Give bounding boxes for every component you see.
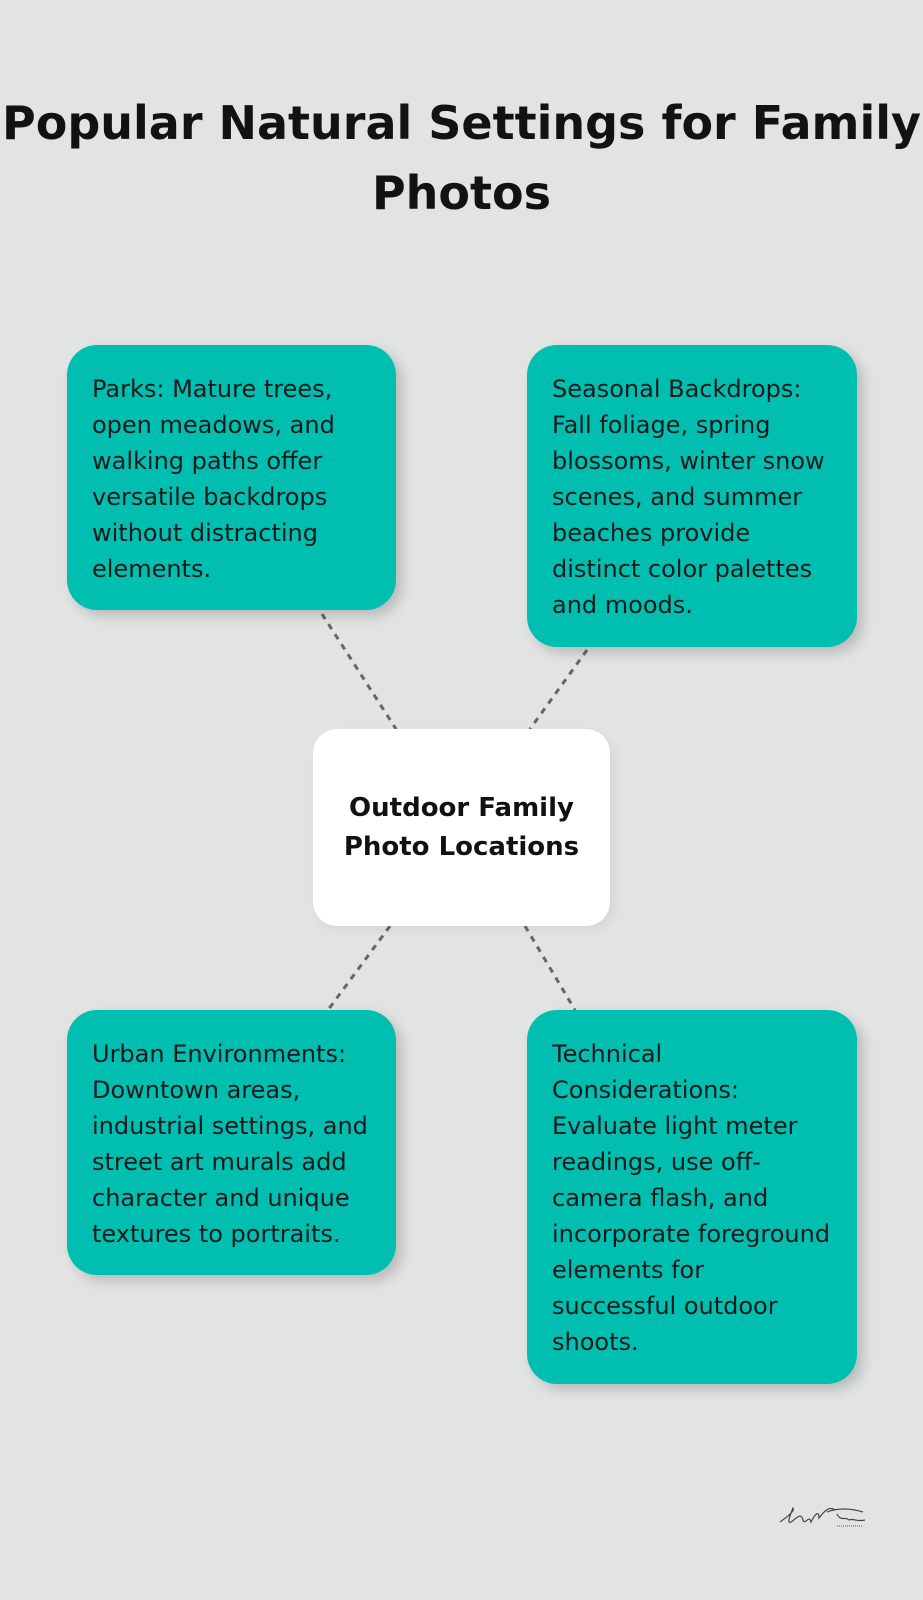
node-seasonal-backdrops: Seasonal Backdrops: Fall foliage, spring… [527, 345, 857, 647]
node-text: Parks: Mature trees, open meadows, and w… [92, 375, 335, 583]
node-text: Technical Considerations: Evaluate light… [552, 1040, 831, 1356]
node-technical-considerations: Technical Considerations: Evaluate light… [527, 1010, 857, 1384]
page-title: Popular Natural Settings for Family Phot… [2, 96, 921, 220]
connector-parks [320, 613, 398, 730]
center-node-text: Outdoor Family Photo Locations [343, 792, 580, 862]
node-text: Seasonal Backdrops: Fall foliage, spring… [552, 375, 825, 619]
connector-technical [523, 925, 577, 1011]
node-urban-environments: Urban Environments: Downtown areas, indu… [67, 1010, 396, 1275]
center-node: Outdoor Family Photo Locations [313, 729, 610, 926]
node-text: Urban Environments: Downtown areas, indu… [92, 1040, 368, 1248]
node-parks: Parks: Mature trees, open meadows, and w… [67, 345, 396, 610]
connector-urban [326, 925, 392, 1011]
connector-seasonal [528, 649, 589, 730]
signature-logo [779, 1506, 866, 1527]
